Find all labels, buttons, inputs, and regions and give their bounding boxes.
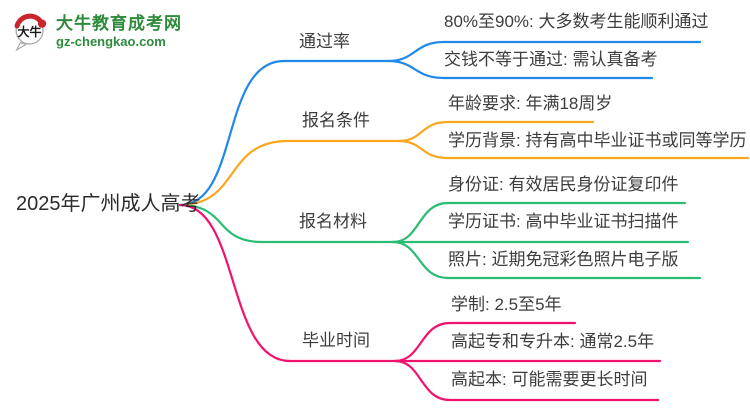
leaf-line-materials-3 <box>391 240 702 280</box>
leaf-line-pass-rate-2 <box>386 59 654 80</box>
leaf-line-graduation-3 <box>393 359 660 402</box>
branch-line-pass-rate <box>178 59 390 207</box>
leaf-line-requirements-1 <box>396 120 595 143</box>
branch-label-materials[interactable]: 报名材料 <box>299 212 367 231</box>
leaf-requirements-2[interactable]: 学历背景: 持有高中毕业证书或同等学历 <box>448 131 747 150</box>
branch-line-materials <box>178 203 395 244</box>
leaf-pass-rate-2[interactable]: 交钱不等于通过: 需认真备考 <box>444 50 658 69</box>
leaf-materials-3[interactable]: 照片: 近期免冠彩色照片电子版 <box>448 250 679 269</box>
branch-line-graduation <box>178 203 397 363</box>
logo-text-block: 大牛教育成考网 gz-chengkao.com <box>56 14 182 49</box>
leaf-line-materials-1 <box>391 201 687 244</box>
branch-line-requirements <box>178 139 400 207</box>
daniu-logo-icon: 大牛 <box>14 13 47 52</box>
logo-title: 大牛教育成考网 <box>56 14 182 33</box>
branch-label-graduation[interactable]: 毕业时间 <box>302 331 370 350</box>
leaf-requirements-1[interactable]: 年龄要求: 年满18周岁 <box>448 94 613 113</box>
root-node[interactable]: 2025年广州成人高考 <box>16 193 201 215</box>
leaf-line-graduation-1 <box>393 321 577 363</box>
leaf-line-pass-rate-1 <box>386 40 702 63</box>
leaf-line-requirements-2 <box>396 139 750 160</box>
leaf-graduation-2[interactable]: 高起专和专升本: 通常2.5年 <box>451 332 655 351</box>
leaf-materials-2[interactable]: 学历证书: 高中毕业证书扫描件 <box>448 212 679 231</box>
branch-label-requirements[interactable]: 报名条件 <box>302 111 370 130</box>
leaf-pass-rate-1[interactable]: 80%至90%: 大多数考生能顺利通过 <box>444 12 709 31</box>
site-logo: 大牛 大牛教育成考网 gz-chengkao.com <box>12 11 182 52</box>
leaf-graduation-1[interactable]: 学制: 2.5至5年 <box>451 295 562 314</box>
leaf-graduation-3[interactable]: 高起本: 可能需要更长时间 <box>451 370 648 389</box>
logo-icon-text: 大牛 <box>18 24 42 39</box>
logo-url: gz-chengkao.com <box>56 34 166 49</box>
branch-label-pass-rate[interactable]: 通过率 <box>299 32 350 51</box>
leaf-materials-1[interactable]: 身份证: 有效居民身份证复印件 <box>448 175 679 194</box>
